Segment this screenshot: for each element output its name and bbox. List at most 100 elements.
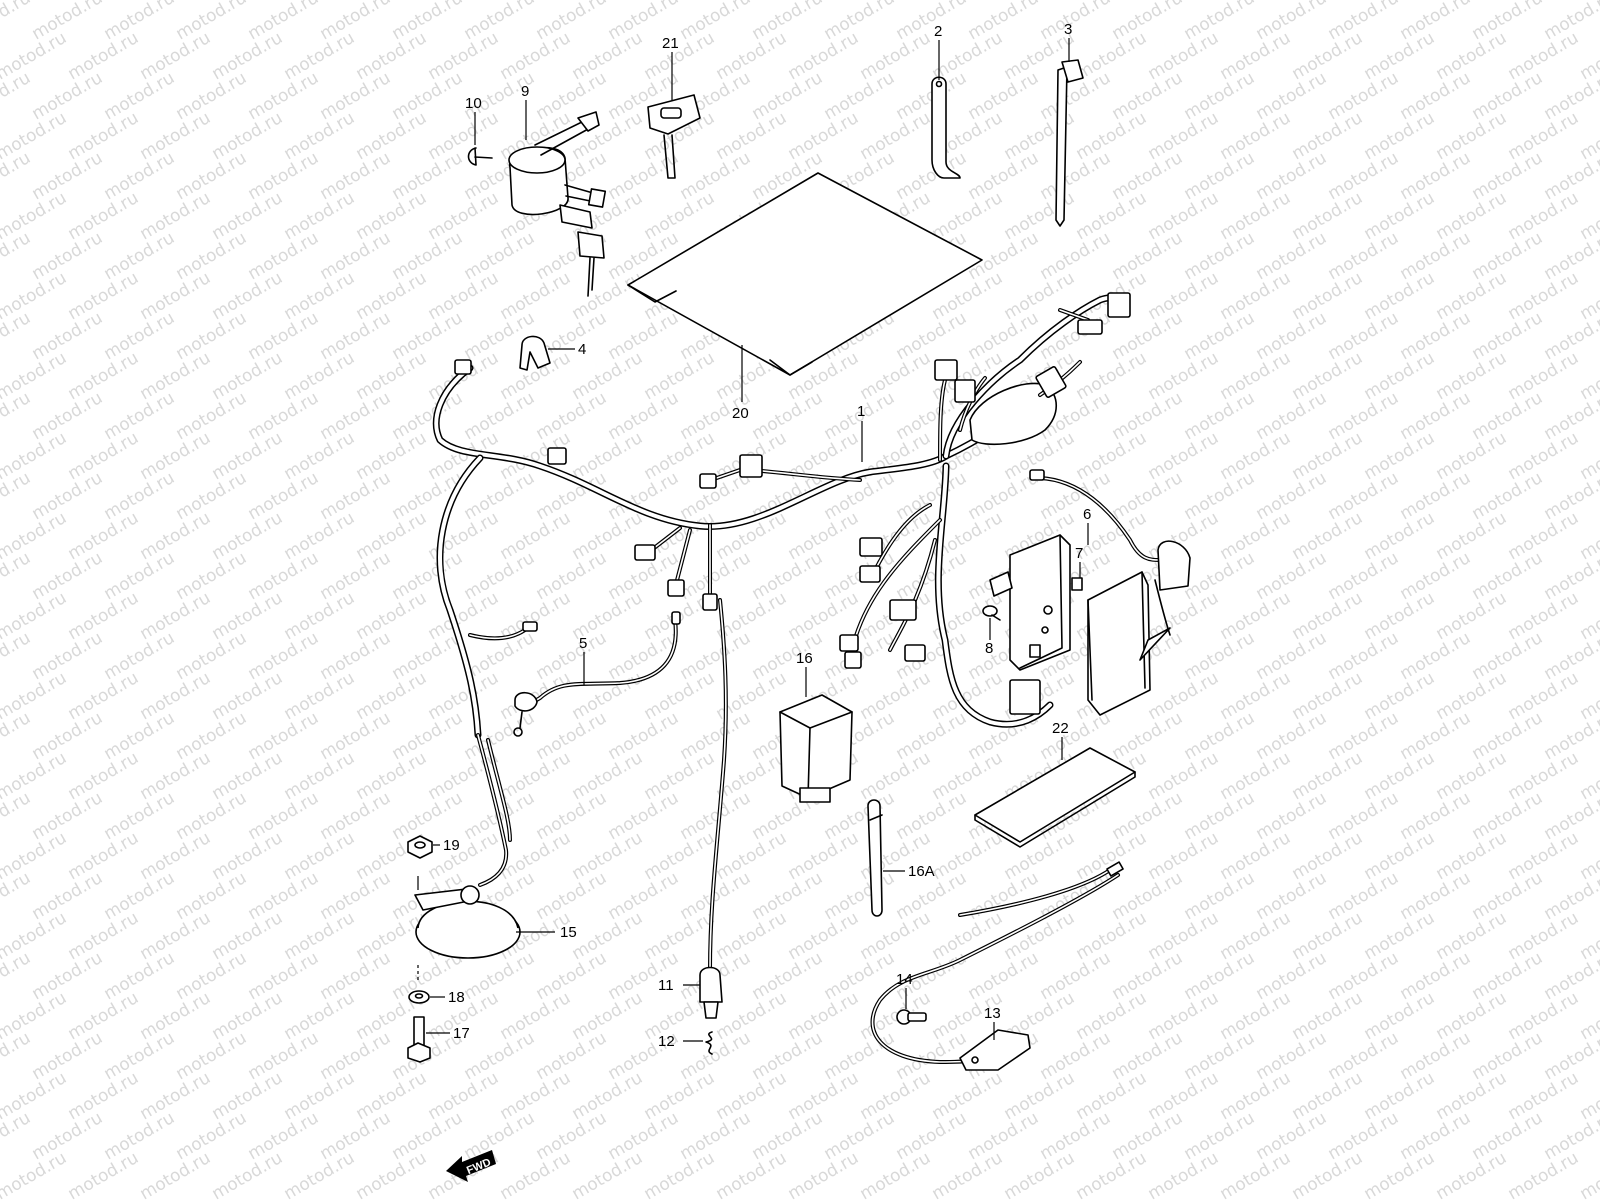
watermark-text: motod.ru: [461, 708, 539, 764]
watermark-text: motod.ru: [893, 628, 971, 684]
watermark-text: motod.ru: [1001, 268, 1079, 324]
watermark-text: motod.ru: [317, 628, 395, 684]
callout-9: 9: [521, 83, 529, 140]
watermark-text: motod.ru: [1433, 1148, 1511, 1200]
watermark-text: motod.ru: [1325, 228, 1403, 284]
watermark-text: motod.ru: [533, 68, 611, 124]
watermark-text: motod.ru: [713, 908, 791, 964]
watermark-text: motod.ru: [317, 68, 395, 124]
callout-17: 17: [426, 1025, 470, 1042]
watermark-text: motod.ru: [29, 228, 107, 284]
part-2-strap: [931, 76, 961, 179]
watermark-text: motod.ru: [281, 348, 359, 404]
watermark-text: motod.ru: [929, 828, 1007, 884]
watermark-text: motod.ru: [101, 148, 179, 204]
watermark-text: motod.ru: [245, 628, 323, 684]
watermark-text: motod.ru: [425, 588, 503, 644]
callout-19-label: 19: [443, 837, 460, 854]
watermark-text: motod.ru: [497, 748, 575, 804]
watermark-text: motod.ru: [569, 268, 647, 324]
watermark-text: motod.ru: [317, 948, 395, 1004]
callout-7: 7: [1075, 545, 1083, 578]
watermark-text: motod.ru: [641, 28, 719, 84]
watermark-text: motod.ru: [1397, 948, 1475, 1004]
watermark-text: motod.ru: [965, 148, 1043, 204]
watermark-text: motod.ru: [1433, 348, 1511, 404]
watermark-text: motod.ru: [605, 388, 683, 444]
watermark-text: motod.ru: [569, 28, 647, 84]
watermark-text: motod.ru: [749, 868, 827, 924]
watermark-text: motod.ru: [389, 0, 467, 44]
watermark-text: motod.ru: [1217, 828, 1295, 884]
watermark-text: motod.ru: [137, 668, 215, 724]
watermark-text: motod.ru: [137, 28, 215, 84]
watermark-text: motod.ru: [353, 108, 431, 164]
watermark-text: motod.ru: [569, 1148, 647, 1200]
watermark-text: motod.ru: [1109, 148, 1187, 204]
watermark-text: motod.ru: [1469, 468, 1547, 524]
watermark-text: motod.ru: [785, 108, 863, 164]
watermark-text: motod.ru: [209, 1148, 287, 1200]
watermark-text: motod.ru: [353, 588, 431, 644]
watermark-text: motod.ru: [641, 348, 719, 404]
watermark-text: motod.ru: [1361, 428, 1439, 484]
watermark-text: motod.ru: [749, 548, 827, 604]
part-15-horn: [414, 733, 521, 982]
watermark-text: motod.ru: [281, 748, 359, 804]
watermark-text: motod.ru: [29, 948, 107, 1004]
watermark-text: motod.ru: [245, 948, 323, 1004]
watermark-text: motod.ru: [29, 548, 107, 604]
watermark-text: motod.ru: [389, 228, 467, 284]
watermark-text: motod.ru: [281, 1148, 359, 1200]
watermark-text: motod.ru: [1433, 908, 1511, 964]
watermark-text: motod.ru: [1361, 668, 1439, 724]
watermark-text: motod.ru: [605, 708, 683, 764]
watermark-text: motod.ru: [29, 1108, 107, 1164]
watermark-text: motod.ru: [209, 988, 287, 1044]
callout-3: 3: [1064, 21, 1072, 62]
part-4-clamp: [519, 335, 551, 371]
watermark-text: motod.ru: [1073, 988, 1151, 1044]
watermark-text: motod.ru: [1325, 1028, 1403, 1084]
watermark-text: motod.ru: [893, 468, 971, 524]
watermark-text: motod.ru: [1145, 428, 1223, 484]
watermark-text: motod.ru: [1145, 908, 1223, 964]
callout-8-label: 8: [985, 640, 993, 657]
watermark-text: motod.ru: [821, 1028, 899, 1084]
watermark-text: motod.ru: [101, 948, 179, 1004]
watermark-text: motod.ru: [209, 828, 287, 884]
callout-16A: 16A: [883, 863, 935, 880]
watermark-text: motod.ru: [1217, 908, 1295, 964]
watermark-text: motod.ru: [65, 348, 143, 404]
watermark-text: motod.ru: [1145, 668, 1223, 724]
watermark-text: motod.ru: [1289, 28, 1367, 84]
watermark-text: motod.ru: [821, 868, 899, 924]
callout-10-label: 10: [465, 95, 482, 112]
watermark-text: motod.ru: [101, 548, 179, 604]
watermark-text: motod.ru: [569, 908, 647, 964]
watermark-text: motod.ru: [1145, 268, 1223, 324]
watermark-text: motod.ru: [1037, 468, 1115, 524]
watermark-text: motod.ru: [1109, 868, 1187, 924]
watermark-text: motod.ru: [1109, 0, 1187, 44]
watermark-text: motod.ru: [1397, 0, 1475, 44]
watermark-text: motod.ru: [1397, 548, 1475, 604]
watermark-text: motod.ru: [101, 868, 179, 924]
watermark-text: motod.ru: [65, 1068, 143, 1124]
watermark-text: motod.ru: [1469, 1028, 1547, 1084]
watermark-text: motod.ru: [1145, 108, 1223, 164]
callout-14-label: 14: [896, 971, 913, 988]
watermark-text: motod.ru: [785, 988, 863, 1044]
watermark-text: motod.ru: [173, 308, 251, 364]
watermark-text: motod.ru: [533, 868, 611, 924]
watermark-text: motod.ru: [173, 708, 251, 764]
callout-2: 2: [934, 23, 942, 80]
watermark-text: motod.ru: [1073, 1068, 1151, 1124]
watermark-text: motod.ru: [1073, 908, 1151, 964]
watermark-text: motod.ru: [425, 1068, 503, 1124]
watermark-text: motod.ru: [641, 828, 719, 884]
watermark-text: motod.ru: [893, 308, 971, 364]
watermark-text: motod.ru: [1253, 708, 1331, 764]
watermark-text: motod.ru: [281, 908, 359, 964]
watermark-text: motod.ru: [677, 1028, 755, 1084]
